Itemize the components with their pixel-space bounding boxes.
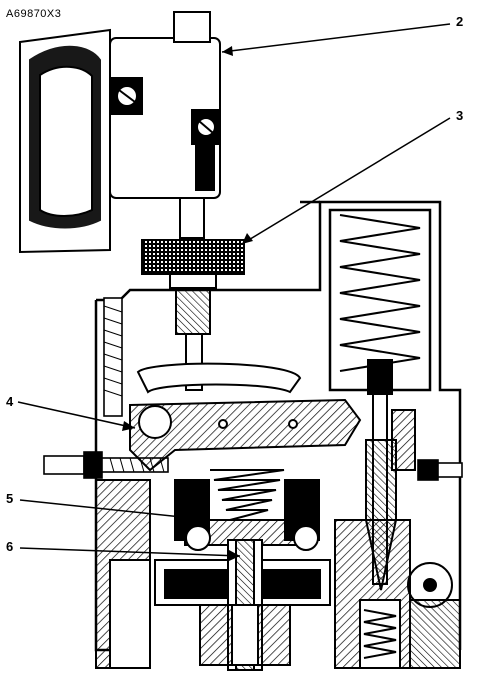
leader-3: [241, 117, 451, 245]
upper-housing: [19, 28, 111, 254]
right-side-bolt: [417, 459, 463, 481]
leader-lines: [17, 23, 451, 557]
callout-5: 5: [6, 491, 14, 506]
leader-6: [19, 547, 241, 557]
lever-assembly: [129, 362, 362, 472]
lower-right-housing: [334, 519, 461, 669]
lower-seat-shaft: [154, 539, 331, 671]
leader-5: [19, 499, 211, 521]
knurled-adjusting-nut: [141, 239, 245, 391]
arrowheads: [122, 46, 253, 561]
leader-4: [17, 401, 136, 429]
actuator-block: [109, 11, 221, 239]
callout-2: 2: [456, 14, 464, 29]
lower-left-housing: [95, 479, 151, 669]
callout-3: 3: [456, 108, 464, 123]
leader-2: [221, 23, 451, 53]
callout-4: 4: [6, 394, 14, 409]
return-spring: [339, 214, 421, 372]
callout-6: 6: [6, 539, 14, 554]
flyweight-spring-stack: [174, 469, 320, 551]
figure-id-label: A69870X3: [6, 8, 62, 20]
left-stud-bolt: [103, 297, 123, 417]
